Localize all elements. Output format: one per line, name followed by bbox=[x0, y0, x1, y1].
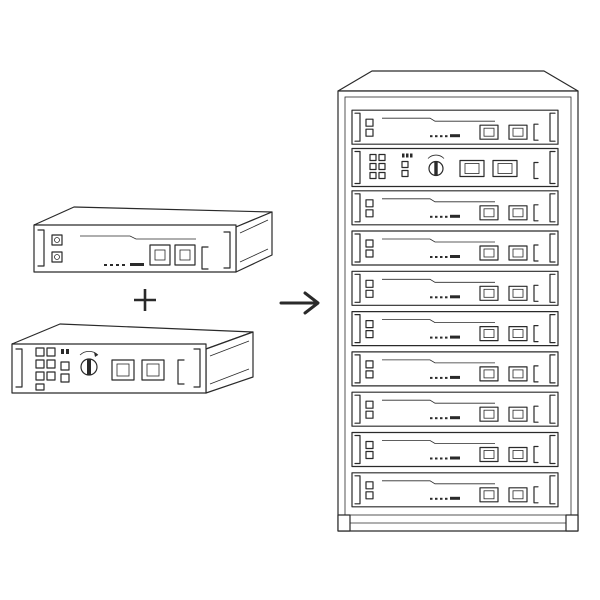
cabinet-slot-6-battery-module bbox=[351, 311, 559, 347]
cabinet-slot-4-battery-module bbox=[351, 230, 559, 266]
cabinet-slot-10-battery-module bbox=[351, 472, 559, 508]
cabinet-slot-7-battery-module bbox=[351, 351, 559, 387]
cabinet-slot-5-battery-module bbox=[351, 270, 559, 306]
left-battery-module bbox=[33, 206, 273, 273]
cabinet-slot-3-battery-module bbox=[351, 190, 559, 226]
cabinet-slot-9-battery-module bbox=[351, 431, 559, 468]
cabinet-slot-8-battery-module bbox=[351, 391, 559, 427]
arrow-icon bbox=[279, 291, 320, 315]
cabinet-slot-1-battery-module bbox=[351, 109, 559, 145]
plus-sign bbox=[134, 289, 156, 311]
cabinet-slot-2-control-module bbox=[351, 147, 559, 188]
left-control-module bbox=[11, 323, 254, 394]
